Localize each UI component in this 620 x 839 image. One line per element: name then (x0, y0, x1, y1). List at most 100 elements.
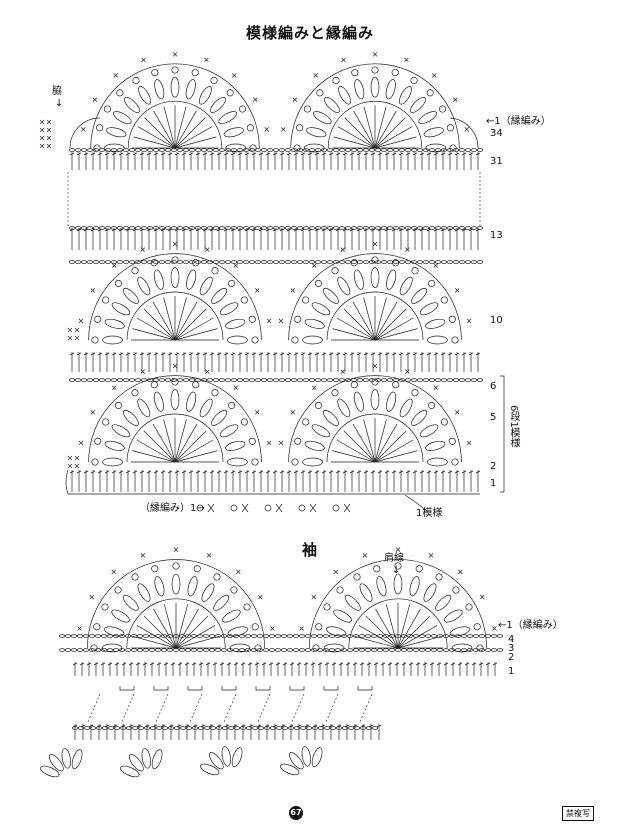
chain-row (75, 378, 81, 382)
sleeve-fan-motif (385, 604, 399, 649)
fan-motif (104, 318, 125, 329)
sleeve-fan-motif (213, 594, 230, 611)
fan-motif (281, 127, 286, 132)
sleeve-fan-motif (270, 626, 275, 631)
fan-motif (94, 437, 102, 445)
stitch-row (433, 152, 439, 156)
fan-motif (218, 111, 237, 125)
chain-row (345, 378, 351, 382)
stitch-row (132, 470, 138, 474)
sleeve-lower-chain (318, 726, 324, 730)
sleeve-stitch-row (373, 662, 379, 666)
sleeve-chain-row (281, 648, 287, 652)
sleeve-stitch-row (198, 662, 204, 666)
stitch-row (167, 352, 173, 356)
stitch-row (216, 352, 222, 356)
sleeve-chain-row (323, 648, 329, 652)
page-number: 67 (289, 806, 303, 820)
sleeve-lower-chain (354, 726, 360, 730)
fan-motif (411, 389, 419, 397)
chain-row (81, 260, 87, 264)
chain-row (381, 148, 387, 152)
sleeve-lower-stitches (352, 724, 358, 728)
chain-row (333, 378, 339, 382)
chain-row (447, 378, 453, 382)
chain-row (429, 260, 435, 264)
stitch-row (447, 152, 453, 156)
chain-row (375, 148, 381, 152)
fan-motif (114, 401, 122, 409)
fan-motif (353, 269, 364, 290)
fan-motif (174, 301, 198, 341)
chain-row (261, 148, 267, 152)
chain-row (255, 260, 261, 264)
sleeve-stitch-row (331, 662, 337, 666)
stitch-row (461, 152, 467, 156)
stitch-row (76, 470, 82, 474)
chain-row (315, 148, 321, 152)
stitch-row (335, 152, 341, 156)
chain-row (135, 378, 141, 382)
sleeve-bracket (153, 686, 169, 691)
chain-row (141, 148, 147, 152)
fan-motif (192, 381, 200, 389)
sleeve-chain-row (419, 648, 425, 652)
edging-x (275, 503, 283, 513)
fan-motif (363, 106, 376, 149)
fan-motif (199, 276, 213, 296)
sleeve-chain-row (143, 634, 149, 638)
stitch-row (475, 470, 481, 474)
fan-motif (374, 117, 406, 149)
fan-motif (174, 297, 187, 341)
stitch-row (286, 152, 292, 156)
sleeve-petal (151, 749, 163, 770)
edging-x (241, 503, 249, 513)
repeat-label: 6段1模様 (508, 405, 519, 448)
fan-motif (316, 89, 324, 97)
sleeve-chain-row (425, 634, 431, 638)
chain-row (117, 378, 123, 382)
sleeve-lower-chain (102, 726, 108, 730)
sleeve-fan-motif (312, 644, 320, 652)
sleeve-fan-motif (394, 562, 402, 570)
fan-motif (374, 317, 414, 341)
fan-motif (171, 378, 179, 386)
chain-row (459, 148, 465, 152)
stitch-row (160, 470, 166, 474)
stitch-row (363, 470, 369, 474)
stitch-row (230, 152, 236, 156)
chain-row (435, 260, 441, 264)
sleeve-stitch-row (408, 662, 414, 666)
fan-motif (313, 73, 319, 78)
side-x-stitches (39, 135, 45, 141)
stitch-row (202, 470, 208, 474)
row-1: 1 (490, 478, 497, 489)
fan-motif (363, 419, 376, 463)
chain-row (315, 260, 321, 264)
stitch-row (125, 228, 131, 232)
chain-row (93, 148, 99, 152)
sleeve-fan-motif (132, 635, 177, 649)
fan-motif (427, 457, 448, 467)
stitch-row (181, 470, 187, 474)
stitch-row (160, 228, 166, 232)
stitch-row (265, 152, 271, 156)
fan-motif (303, 143, 325, 153)
chain-row (423, 260, 429, 264)
chain-row (471, 226, 477, 230)
chain-row (477, 148, 483, 152)
sleeve-chain-row (341, 634, 347, 638)
stitch-row (426, 152, 432, 156)
chain-row (207, 148, 213, 152)
chain-row (345, 260, 351, 264)
chain-row (237, 148, 243, 152)
chain-row (405, 226, 411, 230)
fan-motif (374, 423, 398, 463)
chain-row (351, 260, 357, 264)
sleeve-chain-row (89, 634, 95, 638)
chain-row (351, 226, 357, 230)
stitch-row (209, 228, 215, 232)
edge-arc (449, 117, 479, 149)
chain-row (225, 148, 231, 152)
chain-row (123, 378, 129, 382)
